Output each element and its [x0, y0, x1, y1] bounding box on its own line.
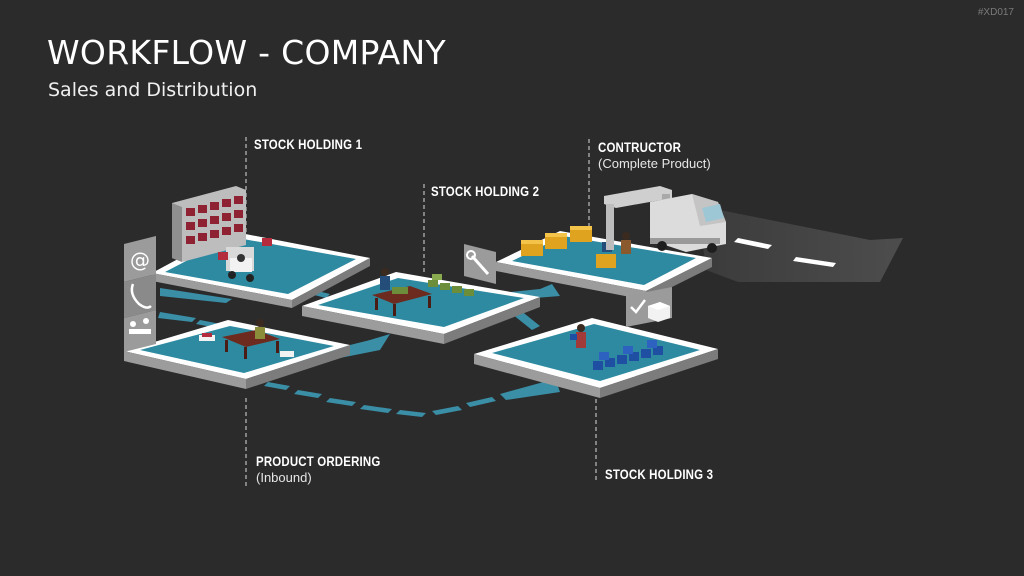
- label-contractor: CONTRUCTOR (Complete Product): [598, 139, 711, 171]
- label-stock-holding-2-heading: STOCK HOLDING 2: [431, 183, 539, 199]
- label-stock-holding-3: STOCK HOLDING 3: [605, 466, 737, 482]
- delivery-truck: [650, 194, 726, 253]
- label-stock-holding-1-heading: STOCK HOLDING 1: [254, 136, 362, 152]
- at-icon: @: [130, 248, 150, 272]
- label-contractor-heading: CONTRUCTOR: [598, 139, 690, 155]
- exit-road: [700, 210, 903, 282]
- label-product-ordering: PRODUCT ORDERING (Inbound): [256, 453, 408, 485]
- platform-stock-holding-3: [474, 318, 718, 398]
- platform-product-ordering: [124, 320, 350, 389]
- wrench-icon: [464, 244, 496, 284]
- label-stock-holding-2: STOCK HOLDING 2: [431, 183, 563, 199]
- label-contractor-note: (Complete Product): [598, 156, 711, 171]
- label-product-ordering-heading: PRODUCT ORDERING: [256, 453, 380, 469]
- label-stock-holding-1: STOCK HOLDING 1: [254, 136, 386, 152]
- label-product-ordering-note: (Inbound): [256, 470, 408, 485]
- label-stock-holding-3-heading: STOCK HOLDING 3: [605, 466, 713, 482]
